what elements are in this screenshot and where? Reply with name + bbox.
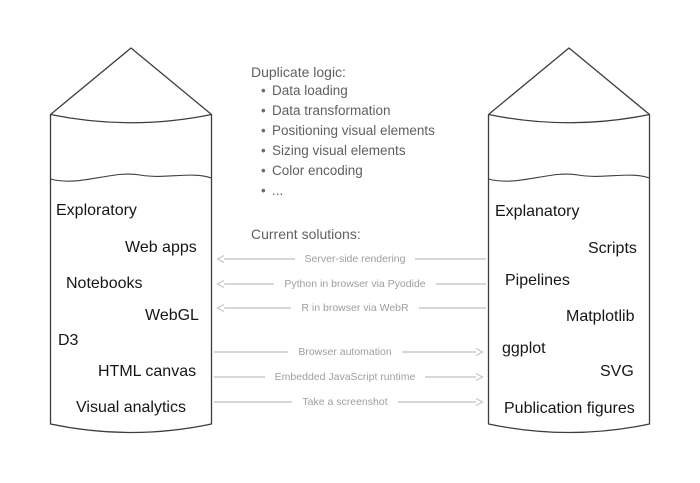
arrow-label: Server-side rendering: [304, 253, 406, 265]
arrow-line: [214, 351, 289, 353]
current-solutions-heading: Current solutions:: [251, 226, 361, 242]
arrow-label: Embedded JavaScript runtime: [274, 371, 416, 383]
arrow-line: [214, 401, 293, 403]
left-silo-item-d3: D3: [58, 332, 79, 349]
bullet-item: ...: [261, 181, 435, 201]
arrow-r-webr: R in browser via WebR: [214, 302, 486, 314]
left-silo-item-webgl: WebGL: [145, 307, 199, 324]
arrow-right-icon: [475, 397, 484, 407]
arrow-line: [224, 283, 275, 285]
right-silo-item-pipelines: Pipelines: [505, 272, 570, 289]
arrow-browser-automation: Browser automation: [214, 346, 486, 358]
bullet-item: Positioning visual elements: [261, 121, 435, 141]
arrow-right-icon: [475, 347, 484, 357]
arrow-line: [214, 376, 265, 378]
arrow-label: Browser automation: [298, 346, 392, 358]
arrow-line: [425, 376, 476, 378]
arrow-left-icon: [216, 279, 225, 289]
arrow-right-icon: [475, 372, 484, 382]
arrow-embedded-js-runtime: Embedded JavaScript runtime: [214, 371, 486, 383]
arrow-left-icon: [216, 254, 225, 264]
arrow-label: Python in browser via Pyodide: [284, 278, 426, 290]
bullet-item: Sizing visual elements: [261, 141, 435, 161]
right-silo-item-scripts: Scripts: [588, 240, 637, 257]
left-silo-item-notebooks: Notebooks: [66, 275, 143, 292]
bullet-item: Color encoding: [261, 161, 435, 181]
arrow-line: [415, 258, 486, 260]
duplicate-logic-heading: Duplicate logic:: [251, 64, 346, 80]
left-silo-item-web-apps: Web apps: [125, 239, 197, 256]
left-silo-item-html-canvas: HTML canvas: [98, 363, 197, 380]
arrow-take-a-screenshot: Take a screenshot: [214, 396, 486, 408]
right-silo-outline: [487, 47, 651, 434]
left-silo-outline: [49, 47, 213, 434]
right-silo-item-matplotlib: Matplotlib: [566, 308, 635, 325]
arrow-line: [224, 258, 295, 260]
right-silo-cone-base: [488, 113, 650, 124]
duplicate-logic-list: Data loading Data transformation Positio…: [261, 81, 435, 201]
arrow-label: R in browser via WebR: [301, 302, 409, 314]
left-silo-cone-base: [50, 113, 212, 124]
arrow-line: [435, 283, 486, 285]
arrow-line: [418, 307, 486, 309]
arrow-label: Take a screenshot: [302, 396, 388, 408]
right-silo-item-svg: SVG: [600, 363, 634, 380]
left-silo-item-visual-analytics: Visual analytics: [76, 399, 186, 416]
arrow-left-icon: [216, 303, 225, 313]
right-silo-item-explanatory: Explanatory: [495, 203, 580, 220]
arrow-line: [401, 351, 477, 353]
right-silo-item-publication-figures: Publication figures: [504, 400, 635, 417]
left-silo-wave: [50, 173, 212, 182]
arrow-server-side-rendering: Server-side rendering: [214, 253, 486, 265]
arrow-line: [224, 307, 292, 309]
left-silo-item-exploratory: Exploratory: [56, 202, 137, 219]
right-silo-wave: [488, 173, 650, 182]
arrow-line: [397, 401, 476, 403]
bullet-item: Data transformation: [261, 101, 435, 121]
right-silo-item-ggplot: ggplot: [502, 340, 546, 357]
bullet-item: Data loading: [261, 81, 435, 101]
arrow-python-pyodide: Python in browser via Pyodide: [214, 278, 486, 290]
